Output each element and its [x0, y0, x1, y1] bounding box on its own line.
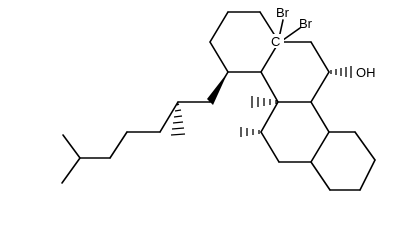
hashed-bond-methyl-chain — [170, 103, 186, 136]
hashed-bond-methyl-lower — [240, 127, 260, 137]
bromine-label-right: Br — [299, 16, 313, 31]
ring-a — [209, 11, 280, 73]
wedge-bond — [207, 72, 228, 105]
hashed-bond-methyl-ring — [251, 96, 277, 108]
carbon-label: C — [271, 34, 280, 49]
bromine-label-top: Br — [276, 5, 290, 20]
ring-b — [260, 41, 330, 103]
side-chain — [61, 71, 229, 184]
molecule-diagram: C Br Br OH — [61, 5, 376, 191]
structure-canvas: C Br Br OH — [61, 5, 376, 191]
ring-c — [260, 101, 330, 163]
hydroxyl-label: OH — [356, 65, 376, 80]
bond-br-right — [282, 27, 301, 41]
ring-d — [310, 131, 376, 191]
hashed-bond-hydroxyl — [330, 66, 352, 78]
c-label-background — [270, 34, 284, 48]
